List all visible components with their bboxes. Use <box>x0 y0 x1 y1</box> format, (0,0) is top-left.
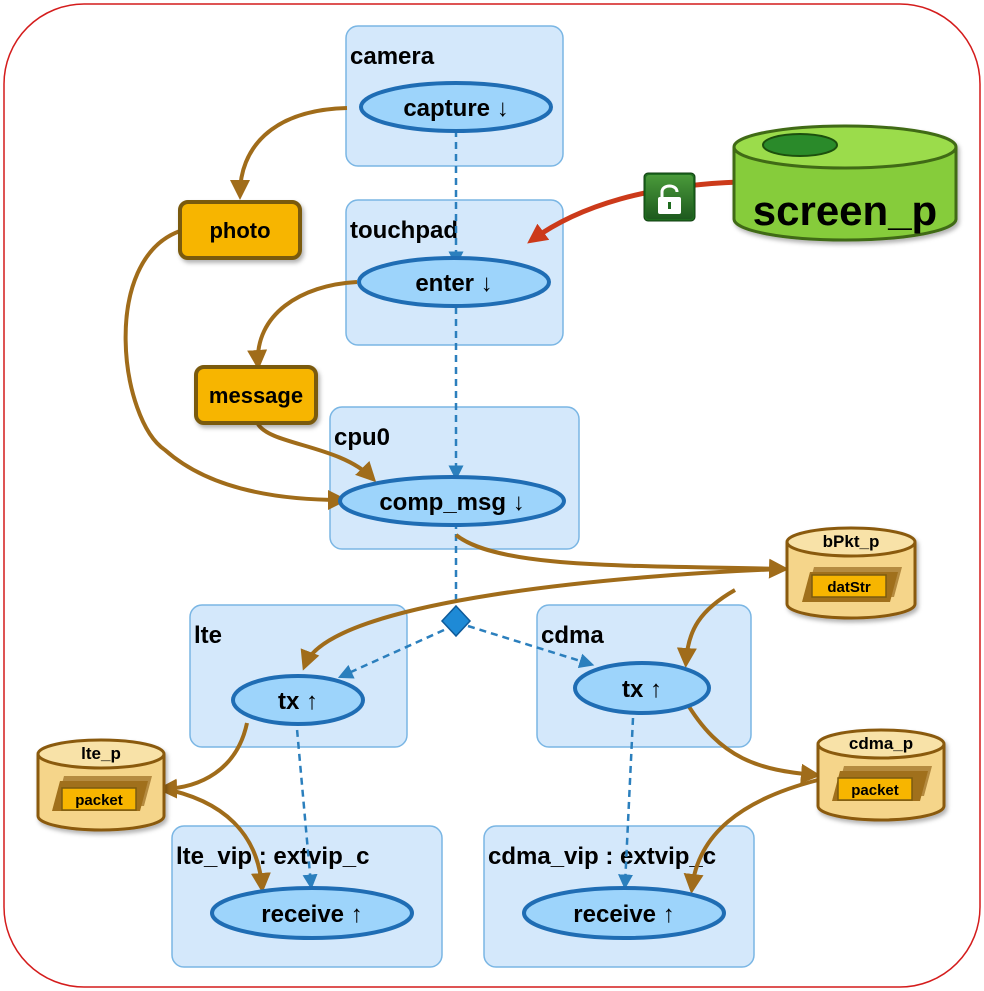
port-bpkt-p-inner-label: datStr <box>827 579 871 596</box>
flow-cdma-p-receive <box>683 778 819 894</box>
arrow-up-icon: ↑ <box>351 901 363 928</box>
flow-cdma-tx-cdma-p <box>683 698 821 784</box>
op-enter[interactable]: enter ↓ <box>357 256 551 308</box>
data-flows <box>123 106 821 894</box>
arrow-down-icon: ↓ <box>513 489 525 516</box>
port-lte-p-inner-label: packet <box>75 792 123 809</box>
arrow-up-icon: ↑ <box>663 901 675 928</box>
flow-photo-comp-msg <box>123 229 348 510</box>
svg-text:enter ↓: enter ↓ <box>415 270 492 297</box>
flow-message-comp-msg <box>256 422 377 483</box>
op-cdma-tx[interactable]: tx ↑ <box>573 661 711 715</box>
data-object-photo-label: photo <box>209 218 270 243</box>
flow-cdma-tx-receive <box>618 717 635 890</box>
op-lte-receive-label: receive <box>261 901 344 928</box>
data-object-message[interactable]: message <box>194 365 318 425</box>
op-comp-msg-label: comp_msg <box>379 489 506 516</box>
component-camera-label: camera <box>350 43 435 70</box>
op-capture-label: capture <box>403 95 490 122</box>
op-cdma-receive[interactable]: receive ↑ <box>522 886 726 940</box>
flow-lte-tx-receive <box>294 717 318 890</box>
op-lte-receive[interactable]: receive ↑ <box>210 886 414 940</box>
flow-lte-tx-lte-p <box>157 722 249 799</box>
component-lte-vip-label: lte_vip : extvip_c <box>176 843 369 870</box>
port-bpkt-p-label: bPkt_p <box>823 532 880 551</box>
branch-diamond <box>440 604 472 638</box>
svg-text:capture ↓: capture ↓ <box>403 95 508 122</box>
port-screen-p[interactable]: screen_p <box>732 124 958 242</box>
flow-screen-enter <box>527 179 741 244</box>
arrow-down-icon: ↓ <box>481 270 493 297</box>
port-cdma-p-inner-label: packet <box>851 782 899 799</box>
svg-text:receive ↑: receive ↑ <box>261 901 362 928</box>
op-lte-tx[interactable]: tx ↑ <box>231 674 365 726</box>
flow-comp-msg-bPkt <box>454 533 789 579</box>
op-comp-msg[interactable]: comp_msg ↓ <box>338 475 566 527</box>
svg-text:tx ↑: tx ↑ <box>278 688 318 715</box>
flow-lte-p-receive <box>159 786 271 893</box>
screen-p-opening <box>762 133 838 157</box>
lock-icon <box>643 172 696 222</box>
component-cdma-vip-label: cdma_vip : extvip_c <box>488 843 716 870</box>
data-object-message-label: message <box>209 383 303 408</box>
component-lte-label: lte <box>194 622 222 649</box>
flow-branch-lte-tx <box>337 628 445 679</box>
component-touchpad-label: touchpad <box>350 217 458 244</box>
op-cdma-tx-label: tx <box>622 676 644 703</box>
port-lte-p[interactable]: lte_p packet <box>36 738 166 832</box>
op-cdma-receive-label: receive <box>573 901 656 928</box>
flow-bPkt-cdma-tx <box>676 588 736 668</box>
port-cdma-p-label: cdma_p <box>849 734 913 753</box>
arrow-up-icon: ↑ <box>306 688 318 715</box>
svg-text:tx ↑: tx ↑ <box>622 676 662 703</box>
op-enter-label: enter <box>415 270 474 297</box>
component-cpu0-label: cpu0 <box>334 424 390 451</box>
port-screen-p-label: screen_p <box>753 187 937 234</box>
port-lte-p-label: lte_p <box>81 744 121 763</box>
data-object-photo[interactable]: photo <box>178 200 302 260</box>
port-bpkt-p[interactable]: bPkt_p datStr <box>785 526 917 620</box>
arrow-down-icon: ↓ <box>497 95 509 122</box>
port-cdma-p[interactable]: cdma_p packet <box>816 728 946 822</box>
flow-capture-photo <box>230 106 348 200</box>
op-capture[interactable]: capture ↓ <box>359 81 553 133</box>
flow-branch-cdma-tx <box>467 624 595 669</box>
flow-enter-message <box>247 280 358 370</box>
flow-bPkt-lte-tx <box>300 567 784 671</box>
svg-text:receive ↑: receive ↑ <box>573 901 674 928</box>
component-cdma-label: cdma <box>541 622 604 649</box>
op-lte-tx-label: tx <box>278 688 300 715</box>
svg-text:comp_msg ↓: comp_msg ↓ <box>379 489 524 516</box>
arrow-up-icon: ↑ <box>650 676 662 703</box>
